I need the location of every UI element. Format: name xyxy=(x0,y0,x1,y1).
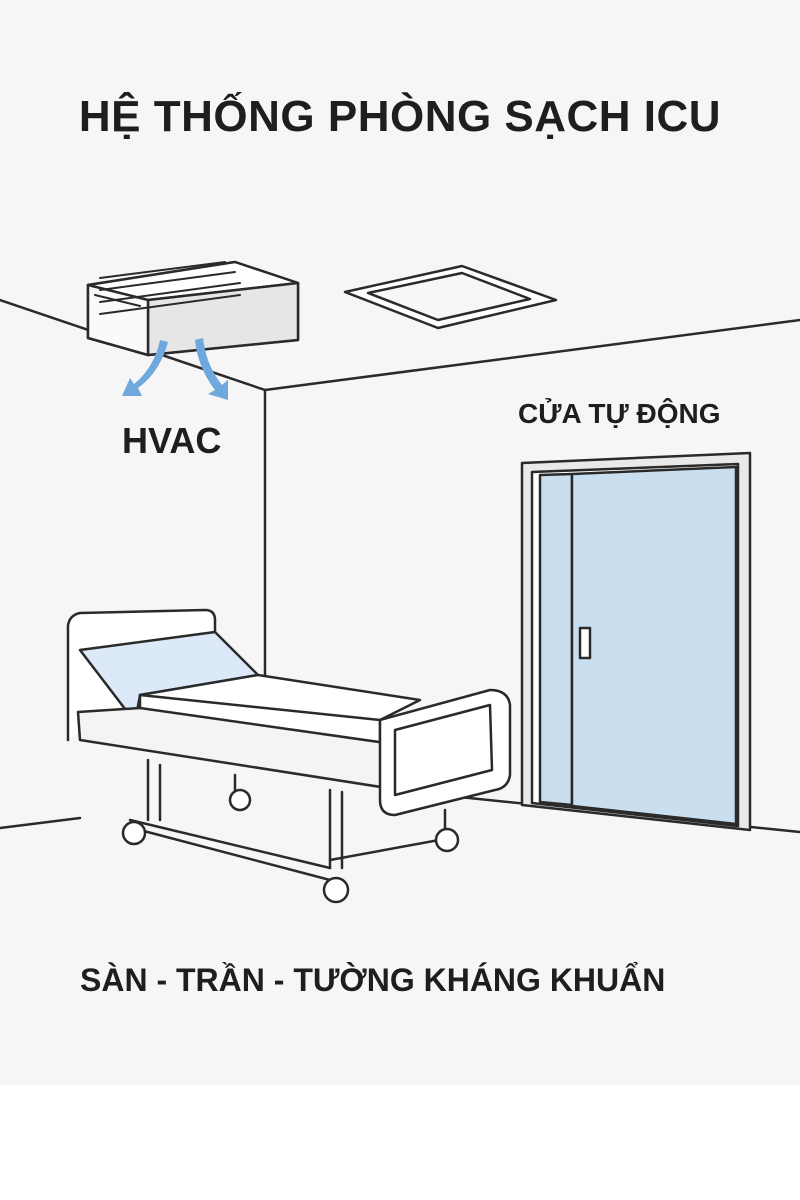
page-title: HỆ THỐNG PHÒNG SẠCH ICU xyxy=(78,92,722,141)
automatic-door-label: CỬA TỰ ĐỘNG xyxy=(518,398,721,429)
icu-room-illustration: HỆ THỐNG PHÒNG SẠCH ICU HVAC CỬA TỰ ĐỘNG… xyxy=(0,92,800,998)
hvac-unit-icon xyxy=(86,260,300,357)
door-handle-icon xyxy=(578,626,592,660)
antibacterial-surfaces-label: SÀN - TRẦN - TƯỜNG KHÁNG KHUẨN xyxy=(80,962,666,998)
room-drawing xyxy=(0,260,800,904)
ceiling-filter-panel-icon xyxy=(343,264,558,330)
hvac-label: HVAC xyxy=(122,420,222,461)
automatic-door-icon xyxy=(520,451,752,832)
hospital-bed-icon xyxy=(66,608,512,904)
airflow-arrows-icon xyxy=(122,338,228,400)
